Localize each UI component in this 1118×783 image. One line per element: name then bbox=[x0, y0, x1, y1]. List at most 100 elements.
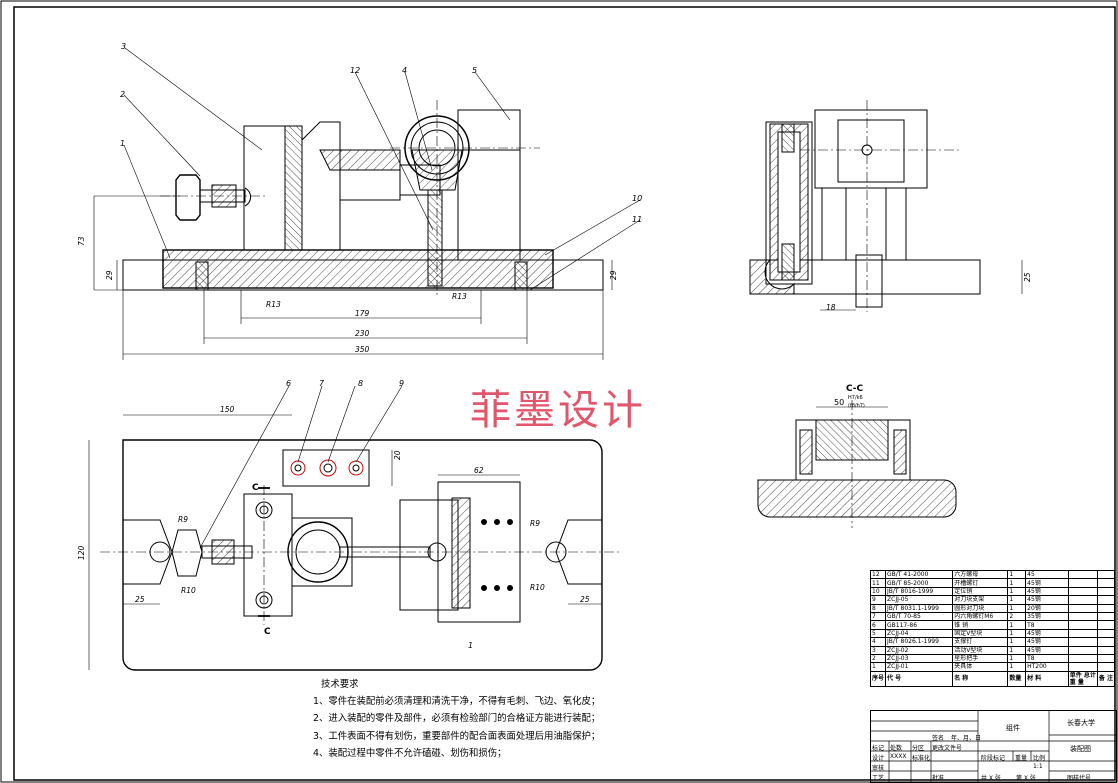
bom-weight bbox=[1067, 611, 1098, 622]
title-block: 标记 处数 分区 更改文件号 设计 XXXX 标准化 签名 年、月、日 审核 工… bbox=[870, 710, 1117, 783]
top-view bbox=[88, 385, 620, 671]
dim-25-left: 25 bbox=[135, 595, 145, 604]
dim-150: 150 bbox=[220, 405, 235, 414]
tb-weight: 重量 bbox=[1015, 755, 1028, 762]
bom-material: 45钢 bbox=[1025, 595, 1069, 605]
bom-code: ZCJJ-04 bbox=[885, 628, 954, 639]
dim-29-left: 29 bbox=[105, 270, 114, 280]
tb-school: 长春大学 bbox=[1067, 719, 1095, 727]
bom-qty: 1 bbox=[1007, 603, 1027, 613]
tb-scale: 1:1 bbox=[1033, 763, 1043, 770]
bom-name: 固定V型块 bbox=[952, 628, 1009, 639]
tb-code: 图样代号 bbox=[1067, 775, 1092, 782]
bom-material: T8 bbox=[1025, 620, 1069, 630]
dim-230: 230 bbox=[355, 329, 370, 338]
bom-header: 序号 代 号 名 称 数量 材 料 单件 总计重 量 备 注 bbox=[869, 670, 1116, 687]
tb-designer: XXXX bbox=[890, 753, 907, 760]
title-block-grid bbox=[871, 711, 1116, 782]
balloon-2: 2 bbox=[120, 90, 125, 99]
side-view bbox=[749, 100, 1023, 312]
bom-code: GB/T 85-2000 bbox=[885, 578, 954, 588]
bom-note bbox=[1096, 578, 1116, 588]
bom-weight bbox=[1067, 586, 1098, 597]
bom-weight bbox=[1067, 578, 1098, 588]
bom-note bbox=[1096, 595, 1116, 605]
bom-material: T8 bbox=[1025, 653, 1069, 664]
note-3: 3、工件表面不得有划伤，重要部件的配合面表面处理后用油脂保护； bbox=[313, 730, 601, 742]
bom-qty: 1 bbox=[1007, 628, 1027, 639]
bom-material: 45钢 bbox=[1025, 637, 1069, 647]
bom-name: 夹具体 bbox=[952, 662, 1009, 672]
bom-note bbox=[1096, 603, 1116, 613]
balloon-4: 4 bbox=[402, 66, 407, 75]
bom-code: ZCJJ-02 bbox=[885, 645, 954, 655]
bom-code: ZCJJ-05 bbox=[885, 595, 954, 605]
bom-weight bbox=[1067, 645, 1098, 655]
bom-code: JB/T 8026.1-1999 bbox=[885, 637, 954, 647]
bom-qty: 1 bbox=[1007, 569, 1027, 580]
bom-name: 对刀块支架 bbox=[952, 595, 1009, 605]
bom-weight bbox=[1067, 637, 1098, 647]
tb-stage: 阶段标记 bbox=[981, 755, 1006, 762]
bom-material: 35钢 bbox=[1025, 611, 1069, 622]
notes-title: 技术要求 bbox=[321, 679, 359, 690]
bom-name: 支撑钉 bbox=[952, 637, 1009, 647]
dim-r9-right: R9 bbox=[530, 519, 540, 528]
section-mark-top: C bbox=[252, 483, 259, 493]
bom-head-no: 序号 bbox=[869, 670, 887, 687]
bom-code: GB117-86 bbox=[885, 620, 954, 630]
bom-material: 45钢 bbox=[1025, 645, 1069, 655]
tb-drawing: 装配图 bbox=[1070, 745, 1091, 753]
bom-note bbox=[1096, 645, 1116, 655]
bom-weight bbox=[1067, 653, 1098, 664]
bom-no: 11 bbox=[869, 578, 887, 588]
tb-process: 工艺 bbox=[872, 775, 885, 782]
bom-no: 3 bbox=[869, 645, 887, 655]
tb-change-no: 更改文件号 bbox=[932, 745, 963, 752]
bom-material: HT200 bbox=[1025, 662, 1069, 672]
dim-r9-left: R9 bbox=[178, 515, 188, 524]
bom-qty: 1 bbox=[1007, 586, 1027, 597]
bom-note bbox=[1096, 628, 1116, 639]
bom-material: 45钢 bbox=[1025, 578, 1069, 588]
balloon-8: 8 bbox=[358, 379, 363, 388]
bom-head-name: 名 称 bbox=[952, 670, 1009, 687]
tb-date: 年、月、日 bbox=[951, 735, 982, 742]
bom-name: 圆形对刀块 bbox=[952, 603, 1009, 613]
bom-head-weight-label: 重 量 bbox=[1069, 678, 1084, 686]
watermark: 菲墨设计 bbox=[470, 386, 646, 434]
bom-weight bbox=[1067, 628, 1098, 639]
tb-sheet: 第 X 张 bbox=[1016, 775, 1036, 782]
bom-name: 定位销 bbox=[952, 586, 1009, 597]
bom-qty: 1 bbox=[1007, 662, 1027, 672]
bom-weight bbox=[1067, 662, 1098, 672]
balloon-7: 7 bbox=[319, 379, 325, 388]
dim-179: 179 bbox=[355, 309, 370, 318]
bom-note bbox=[1096, 569, 1116, 580]
dim-350: 350 bbox=[355, 345, 370, 354]
bom-name: 内六角螺钉M6 bbox=[952, 611, 1009, 622]
bom-note bbox=[1096, 586, 1116, 597]
tb-sign: 签名 bbox=[932, 735, 945, 742]
section-mark-bottom: C bbox=[264, 627, 271, 637]
bom-material: 45钢 bbox=[1025, 586, 1069, 597]
bom-qty: 1 bbox=[1007, 653, 1027, 664]
dim-20: 20 bbox=[393, 450, 402, 460]
tb-count: 处数 bbox=[890, 745, 903, 752]
balloon-9: 9 bbox=[399, 379, 404, 388]
bom-code: ZCJJ-01 bbox=[885, 662, 954, 672]
dim-50-fit: 50 bbox=[834, 398, 844, 407]
bom-material: 20钢 bbox=[1025, 603, 1069, 613]
bom-head-code: 代 号 bbox=[885, 670, 954, 687]
